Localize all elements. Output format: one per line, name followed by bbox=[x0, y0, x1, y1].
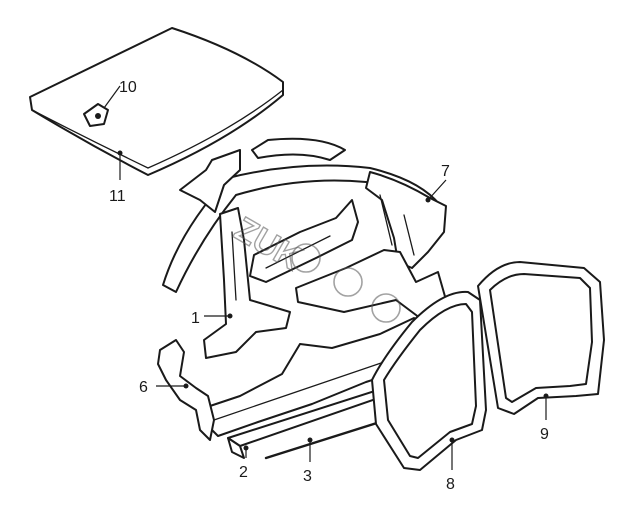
roof-rail-arch bbox=[162, 137, 441, 293]
callout-3: 3 bbox=[303, 468, 312, 485]
callout-6: 6 bbox=[139, 379, 148, 396]
callout-9: 9 bbox=[540, 426, 549, 443]
callout-1: 1 bbox=[191, 310, 200, 327]
roof-panel bbox=[29, 27, 284, 176]
callout-8: 8 bbox=[446, 476, 455, 493]
callout-11: 11 bbox=[109, 188, 126, 205]
rear-inner-panel bbox=[295, 249, 447, 319]
callout-2: 2 bbox=[239, 464, 248, 481]
b-pillar-inner bbox=[249, 199, 359, 283]
a-pillar bbox=[203, 207, 291, 359]
callout-10: 10 bbox=[119, 79, 137, 96]
roof-grommet bbox=[83, 103, 109, 127]
leader-lines bbox=[103, 85, 549, 470]
callout-7: 7 bbox=[441, 163, 450, 180]
hinge-panel bbox=[157, 339, 215, 441]
door-opening-seal bbox=[477, 261, 605, 415]
rear-door-seal bbox=[371, 290, 487, 471]
